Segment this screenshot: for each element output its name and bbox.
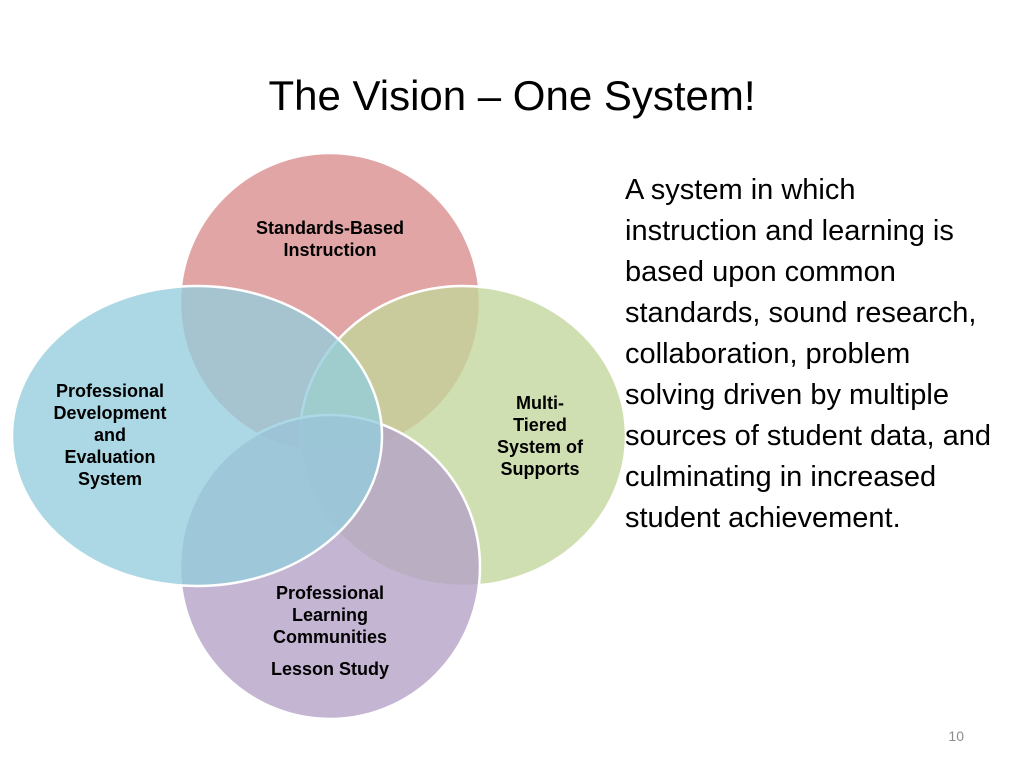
label-line: Instruction — [283, 240, 377, 260]
label-standards-based-instruction: Standards-Based Instruction — [220, 217, 440, 261]
label-line: Evaluation — [64, 447, 156, 467]
label-line: Communities — [272, 627, 387, 647]
label-line: Standards-Based — [255, 218, 405, 238]
label-line: System of — [496, 437, 584, 457]
label-line: Multi- — [516, 393, 564, 413]
slide-title: The Vision – One System! — [268, 72, 756, 119]
label-multi-tiered-system-of-supports: Multi- Tiered System of Supports — [475, 392, 605, 480]
label-professional-development-and-evaluation-system: Professional Development and Evaluation … — [30, 380, 190, 490]
label-subline-lesson-study: Lesson Study — [270, 659, 390, 679]
label-line: Development — [53, 403, 167, 423]
label-line: Professional — [275, 583, 385, 603]
venn-diagram-svg — [10, 151, 628, 721]
label-line: and — [93, 425, 126, 445]
vision-description: A system in which instruction and learni… — [625, 174, 991, 534]
label-line: Professional — [55, 381, 165, 401]
circle-professional-development-and-evaluation-system — [10, 284, 384, 588]
label-line: Tiered — [513, 415, 567, 435]
label-line: Learning — [291, 605, 368, 625]
label-line: Supports — [500, 459, 580, 479]
label-professional-learning-communities: Professional Learning Communities Lesson… — [225, 582, 435, 680]
label-line: System — [77, 469, 143, 489]
venn-diagram: Standards-Based Instruction Multi- Tiere… — [10, 151, 628, 721]
slide-number: 10 — [948, 728, 964, 744]
